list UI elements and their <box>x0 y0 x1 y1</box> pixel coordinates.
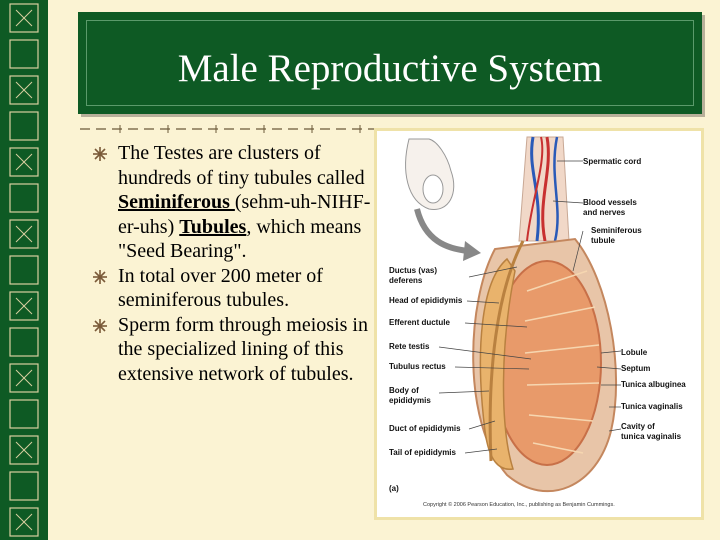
label-tubulus-rectus: Tubulus rectus <box>389 362 446 371</box>
term-tubules: Tubules <box>179 215 247 238</box>
inset-scrotum-drawing <box>405 138 455 210</box>
label-efferent-ductule: Efferent ductule <box>389 318 450 327</box>
label-seminiferous-1: Seminiferous <box>591 226 642 235</box>
label-tunica-vaginalis: Tunica vaginalis <box>621 402 683 411</box>
ductus-deferens-drawing <box>488 240 525 462</box>
bullet-item-length: In total over 200 meter of seminiferous … <box>92 264 374 313</box>
slide-title: Male Reproductive System <box>177 47 603 90</box>
label-tail-epididymis: Tail of epididymis <box>389 448 457 457</box>
testis-figure: Spermatic cord Blood vessels and nerves … <box>374 128 704 520</box>
dashed-separator <box>80 125 690 133</box>
label-ductus-2: deferens <box>389 276 423 285</box>
side-decorative-bar <box>0 0 48 540</box>
testis-illustration: Spermatic cord Blood vessels and nerves … <box>389 136 686 508</box>
label-duct-epididymis: Duct of epididymis <box>389 424 461 433</box>
pointer-arrow-icon <box>414 208 470 254</box>
label-body-1: Body of <box>389 386 419 395</box>
septa-lines <box>524 270 600 454</box>
copyright-text: Copyright © 2006 Pearson Education, Inc.… <box>423 501 615 508</box>
bullet-star-icon <box>93 147 107 161</box>
label-head-epididymis: Head of epididymis <box>389 296 463 305</box>
title-panel: Male Reproductive System <box>78 12 702 114</box>
bullet-item-testes: The Testes are clusters of hundreds of t… <box>92 141 374 264</box>
label-cavity-2: tunica vaginalis <box>621 432 682 441</box>
title-panel-inner-border <box>86 20 694 106</box>
label-blood-vessels-2: and nerves <box>583 208 626 217</box>
label-tunica-albuginea: Tunica albuginea <box>621 380 686 389</box>
bullet-item-sperm: Sperm form through meiosis in the specia… <box>92 313 374 387</box>
spermatic-cord-drawing <box>518 136 570 242</box>
label-cavity-1: Cavity of <box>621 422 655 431</box>
leader-lines <box>438 160 622 454</box>
label-seminiferous-2: tubule <box>591 236 616 245</box>
label-rete-testis: Rete testis <box>389 342 430 351</box>
bullet-text: The Testes are clusters of hundreds of t… <box>118 142 371 262</box>
label-blood-vessels-1: Blood vessels <box>583 198 637 207</box>
bullet-star-icon <box>93 269 107 284</box>
panel-letter: (a) <box>389 484 399 493</box>
bullet-star-icon <box>93 318 107 333</box>
bullet-text: In total over 200 meter of seminiferous … <box>118 264 323 312</box>
side-bar-pattern <box>9 3 39 537</box>
label-spermatic-cord: Spermatic cord <box>583 157 641 166</box>
label-body-2: epididymis <box>389 396 431 405</box>
label-lobule: Lobule <box>621 348 648 357</box>
label-septum: Septum <box>621 364 650 373</box>
label-ductus-1: Ductus (vas) <box>389 266 437 275</box>
term-seminiferous: Seminiferous <box>118 191 235 213</box>
bullet-text: Sperm form through meiosis in the specia… <box>118 313 368 385</box>
bullet-list: The Testes are clusters of hundreds of t… <box>92 141 374 386</box>
